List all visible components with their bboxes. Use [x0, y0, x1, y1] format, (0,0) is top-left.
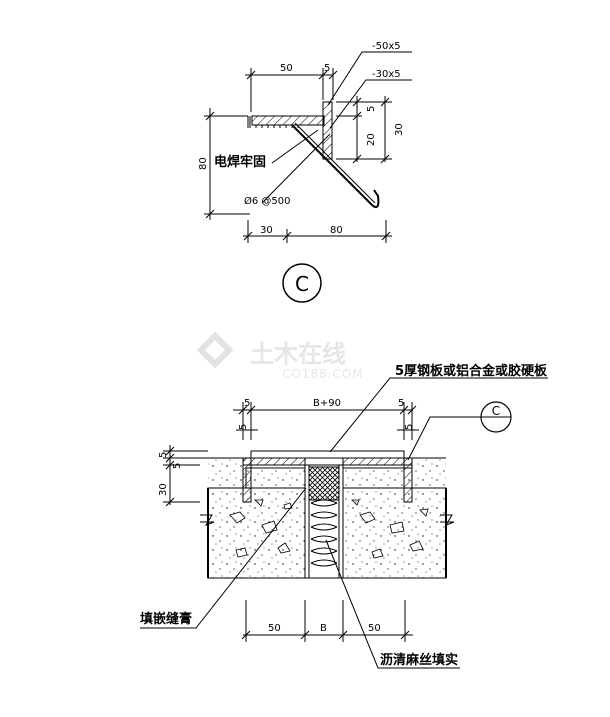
detail-marker-circle [282, 263, 322, 303]
joint-section-text: 5 B+90 5 5 5 5 5 30 5厚钢板或铝合金或胶硬板 C 填嵌缝膏 … [140, 363, 548, 668]
horizontal-plate [251, 115, 325, 126]
vertical-plate [322, 101, 333, 160]
dim-right-30: 30 [394, 123, 405, 136]
detail-marker-label: C [295, 272, 309, 296]
watermark-sub: CO188.COM [282, 367, 364, 381]
dim-bottom-50-left: 50 [268, 623, 281, 634]
section-marker-label: C [492, 404, 500, 418]
dim-right-5: 5 [366, 106, 377, 112]
dim-top-5-right: 5 [398, 398, 404, 409]
detail-c [204, 51, 412, 303]
cover-plate [250, 450, 405, 459]
aggregate-stones [229, 499, 429, 559]
dim-top-50: 50 [280, 63, 293, 74]
dim-bottom-30: 30 [260, 225, 273, 236]
joint-sealant [308, 466, 340, 501]
label-cover-plate: 5厚钢板或铝合金或胶硬板 [395, 363, 548, 379]
dim-left-80: 80 [198, 157, 209, 170]
dim-bottom-b: B [320, 623, 327, 634]
dim-left-5a: 5 [158, 452, 169, 458]
label-filler: 沥清麻丝填实 [380, 652, 458, 668]
label-plate-30x5: -30x5 [372, 69, 401, 80]
dim-top-5: 5 [324, 63, 330, 74]
watermark-logo-icon [196, 331, 234, 369]
anchor-bar [291, 124, 380, 209]
weld-marks [255, 125, 299, 128]
label-plate-50x5: -50x5 [372, 41, 401, 52]
label-anchor: Ø6 @500 [244, 195, 291, 207]
joint-filler [310, 499, 338, 567]
dim-left-30: 30 [158, 483, 169, 496]
dim-top-5-left: 5 [244, 398, 250, 409]
watermark: 土木在线 CO188.COM [196, 331, 364, 381]
surface-right [412, 458, 446, 488]
dim-right-20: 20 [366, 133, 377, 146]
dim-side-5-left: 5 [238, 424, 249, 430]
label-sealant: 填嵌缝膏 [140, 611, 192, 627]
watermark-text: 土木在线 [250, 340, 346, 368]
dim-side-5-right: 5 [404, 424, 415, 430]
label-weld: 电焊牢固 [214, 154, 266, 170]
dim-left-5b: 5 [172, 463, 183, 469]
detail-c-text: 50 5 -50x5 -30x5 5 20 30 80 电焊牢固 Ø6 @500… [198, 41, 405, 296]
surface-left [208, 458, 246, 488]
dim-top-b90: B+90 [313, 398, 341, 409]
dim-bottom-80: 80 [330, 225, 343, 236]
dim-bottom-50-right: 50 [368, 623, 381, 634]
joint-section [140, 377, 548, 669]
